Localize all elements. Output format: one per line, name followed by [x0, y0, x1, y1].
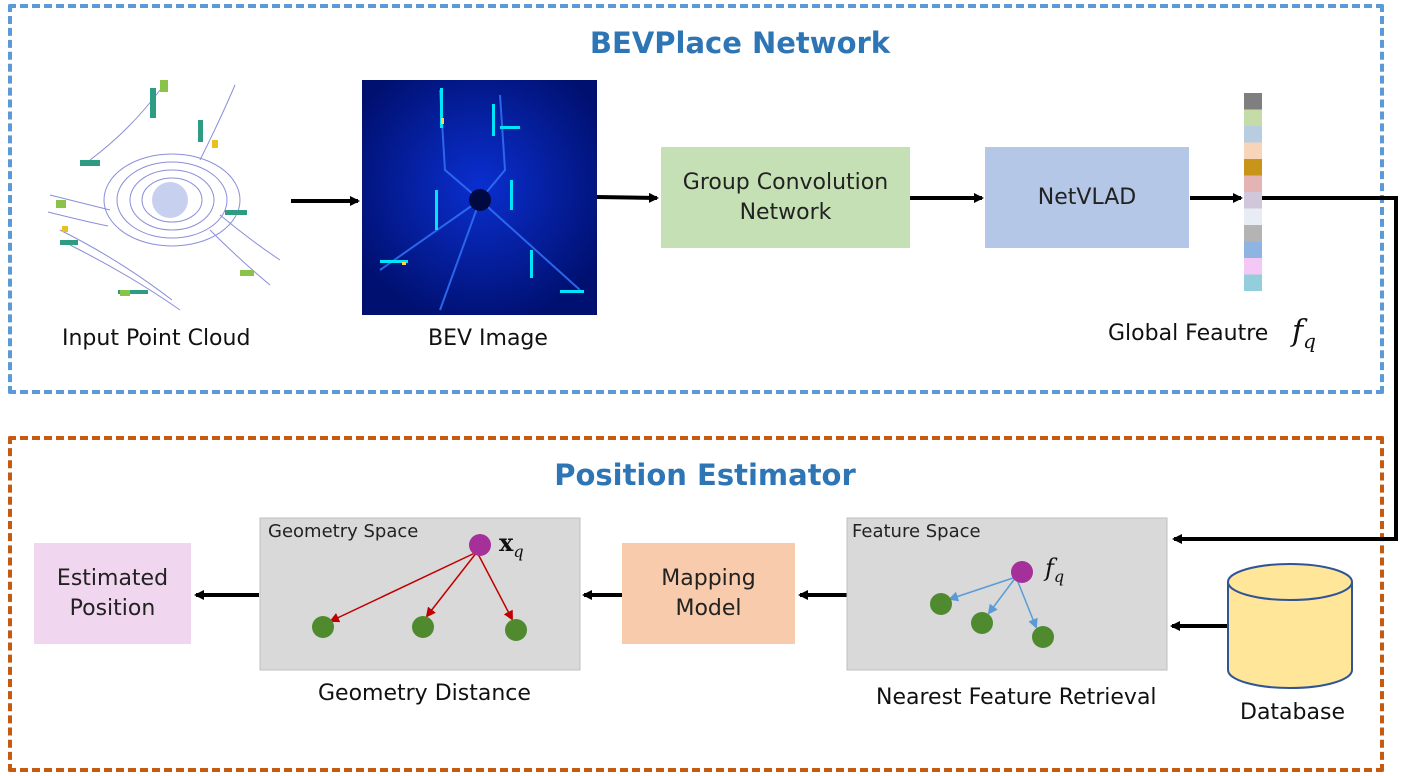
- netvlad-box: NetVLAD: [985, 147, 1189, 248]
- feature-vector-cell: [1244, 109, 1262, 126]
- feature-space-arrows: [948, 576, 1038, 629]
- geometry-space-arrows: [329, 551, 513, 623]
- geometry-space-panel: [259, 517, 581, 671]
- global-feature-symbol: fq: [1292, 314, 1316, 353]
- feature-vector-cell: [1244, 93, 1262, 110]
- feature-vector-cell: [1244, 225, 1262, 242]
- database-label: Database: [1240, 700, 1345, 725]
- feature-vector-cell: [1244, 208, 1262, 225]
- feature-vector-cell: [1244, 159, 1262, 176]
- feature-vector-cell: [1244, 175, 1262, 192]
- feature-neighbor-dot: [971, 612, 993, 634]
- global-feature-vector: [1244, 93, 1262, 291]
- mapping-line2: Model: [675, 595, 742, 621]
- feature-space-title: Feature Space: [852, 521, 981, 542]
- group-convolution-network-box: Group Convolution Network: [661, 147, 910, 248]
- feature-vector-cell: [1244, 192, 1262, 209]
- netvlad-label: NetVLAD: [1037, 184, 1137, 210]
- feature-neighbor-dot: [930, 593, 952, 615]
- feature-vector-cell: [1244, 274, 1262, 291]
- geometry-neighbor-dot: [312, 616, 334, 638]
- bev-image-label: BEV Image: [428, 326, 548, 351]
- feature-vector-cell: [1244, 142, 1262, 159]
- feature-neighbor-dot: [1032, 626, 1054, 648]
- feature-vector-cell: [1244, 241, 1262, 258]
- estimated-position-box: Estimated Position: [34, 543, 191, 644]
- arrow-feature-to-feature-space: [1172, 196, 1398, 544]
- geometry-query-symbol: xq: [499, 528, 524, 561]
- geometry-query-dot: [469, 534, 491, 556]
- feature-space-panel: [846, 517, 1168, 671]
- feature-vector-cell: [1244, 258, 1262, 275]
- estimated-line1: Estimated: [56, 565, 169, 591]
- geometry-neighbor-dot: [412, 616, 434, 638]
- nearest-feature-retrieval-label: Nearest Feature Retrieval: [876, 685, 1157, 710]
- geometry-distance-label: Geometry Distance: [318, 681, 531, 706]
- position-estimator-title: Position Estimator: [554, 458, 856, 492]
- mapping-line1: Mapping: [661, 565, 756, 591]
- geometry-neighbor-dot: [505, 619, 527, 641]
- feature-query-dot: [1011, 561, 1033, 583]
- gcn-label-line2: Network: [739, 199, 832, 225]
- geometry-space-title: Geometry Space: [268, 521, 419, 542]
- global-feature-label: Global Feautre: [1108, 321, 1269, 346]
- feature-query-symbol: fq: [1045, 554, 1065, 586]
- bev-image: [362, 80, 597, 315]
- estimated-line2: Position: [69, 595, 156, 621]
- input-point-cloud-label: Input Point Cloud: [62, 326, 251, 351]
- gcn-label-line1: Group Convolution: [682, 169, 889, 195]
- database-icon: [1227, 563, 1353, 689]
- input-point-cloud-image: [47, 80, 281, 311]
- position-estimator-frame: [8, 436, 1384, 772]
- arrow-bev-to-gcn: [596, 192, 659, 203]
- bevplace-network-title: BEVPlace Network: [589, 26, 891, 60]
- feature-vector-cell: [1244, 126, 1262, 143]
- mapping-model-box: Mapping Model: [622, 543, 795, 644]
